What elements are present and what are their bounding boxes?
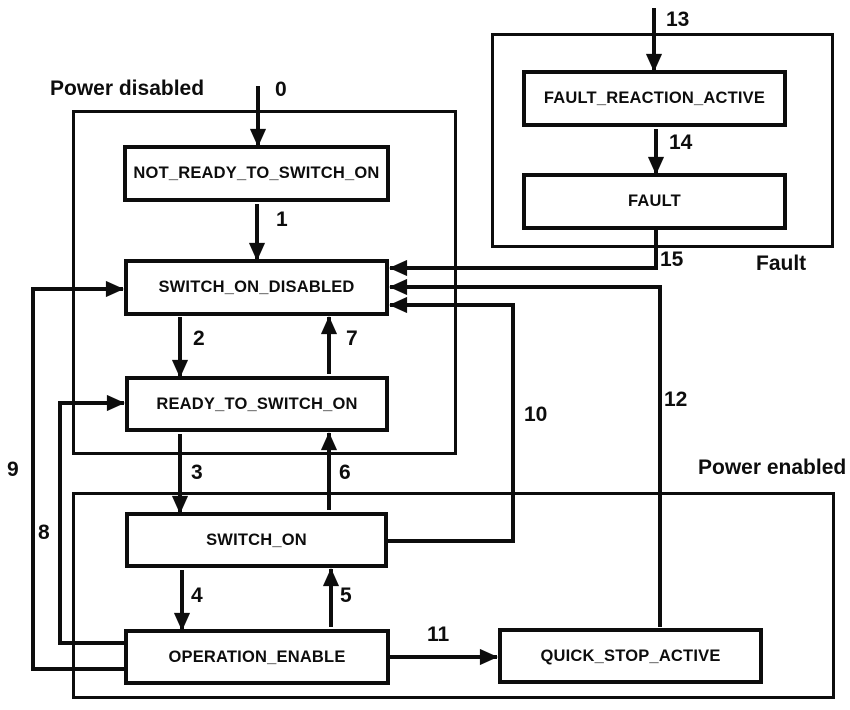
power-disabled-region-label: Power disabled — [50, 77, 205, 100]
transition-9-label: 9 — [7, 458, 19, 481]
transition-6-label: 6 — [339, 461, 351, 484]
transition-14-label: 14 — [669, 131, 693, 154]
transition-9-arrow — [31, 280, 126, 671]
power-disabled-region — [72, 110, 457, 455]
state-label: OPERATION_ENABLE — [168, 647, 346, 666]
fault-region-label: Fault — [756, 252, 807, 275]
transition-8-arrow — [58, 394, 126, 645]
state-fault-reaction-active: FAULT_REACTION_ACTIVE — [522, 70, 787, 127]
state-quick-stop-active: QUICK_STOP_ACTIVE — [498, 628, 763, 684]
transition-3-label: 3 — [191, 461, 203, 484]
power-enabled-region-label: Power enabled — [698, 456, 847, 479]
state-label: SWITCH_ON — [206, 530, 307, 549]
state-switch-on-disabled: SWITCH_ON_DISABLED — [124, 259, 389, 316]
state-switch-on: SWITCH_ON — [125, 512, 388, 568]
transition-2-label: 2 — [193, 327, 205, 350]
power-enabled-region — [72, 492, 835, 699]
state-fault: FAULT — [522, 173, 787, 230]
transition-1-label: 1 — [276, 208, 288, 231]
state-operation-enable: OPERATION_ENABLE — [124, 629, 390, 685]
transition-8-label: 8 — [38, 521, 50, 544]
transition-12-arrow — [389, 278, 662, 627]
transition-12-label: 12 — [664, 388, 688, 411]
state-label: QUICK_STOP_ACTIVE — [540, 646, 721, 665]
fault-region — [491, 33, 834, 248]
state-label: SWITCH_ON_DISABLED — [158, 278, 355, 296]
transition-0-label: 0 — [275, 78, 287, 101]
state-label: FAULT — [628, 192, 681, 210]
transition-7-label: 7 — [346, 327, 358, 350]
transition-10-arrow — [386, 296, 515, 543]
transition-4-label: 4 — [191, 584, 203, 607]
transition-11-label: 11 — [427, 623, 450, 646]
transition-5-label: 5 — [340, 584, 352, 607]
state-not-ready-to-switch-on: NOT_READY_TO_SWITCH_ON — [123, 145, 390, 202]
transition-15-arrow — [389, 228, 658, 277]
state-label: FAULT_REACTION_ACTIVE — [543, 89, 766, 107]
state-label: NOT_READY_TO_SWITCH_ON — [133, 164, 380, 182]
state-ready-to-switch-on: READY_TO_SWITCH_ON — [125, 376, 389, 432]
transition-10-label: 10 — [524, 403, 548, 426]
transition-15-label: 15 — [660, 248, 684, 271]
transition-13-label: 13 — [666, 8, 690, 31]
state-label: READY_TO_SWITCH_ON — [156, 394, 358, 413]
